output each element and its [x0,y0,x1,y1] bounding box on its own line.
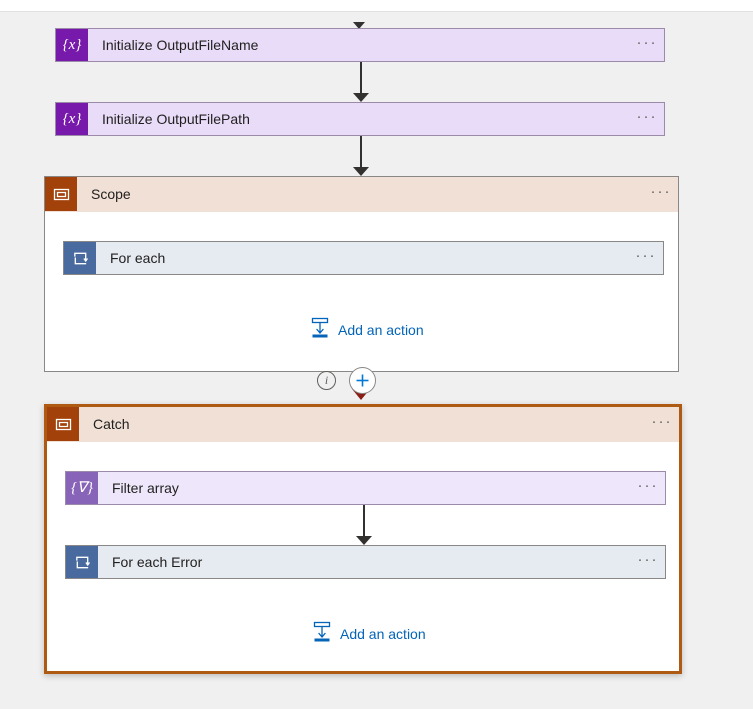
expression-braces-x-glyph: {x} [62,36,82,53]
connector-line [360,136,362,169]
add-action-icon [312,621,332,646]
connector-arrowhead [356,536,372,545]
plus-icon [356,374,369,387]
expression-braces-x-icon: {x} [56,103,88,135]
scope-overflow-menu-button[interactable]: ··· [651,413,673,430]
scope-title: Catch [93,416,130,432]
connector-line [360,62,362,95]
scope-header[interactable]: Scope ··· [45,177,678,212]
app-chrome-strip [0,0,753,12]
action-card-initialize-outputfilename[interactable]: {x} Initialize OutputFileName ··· [55,28,665,62]
card-overflow-menu-button[interactable]: ··· [636,108,658,125]
card-overflow-menu-button[interactable]: ··· [636,34,658,51]
loop-foreach-icon [64,242,96,274]
add-action-icon [310,317,330,342]
expression-braces-x-glyph: {x} [62,110,82,127]
connector-line [363,505,365,538]
scope-rectangle-icon [45,177,77,211]
add-action-label: Add an action [338,321,424,338]
scope-title: Scope [91,186,131,202]
expression-braces-x-icon: {x} [56,29,88,61]
connector-arrowhead-incoming [353,22,365,29]
action-title: For each Error [112,554,203,570]
add-action-label: Add an action [340,625,426,642]
expression-braces-filter-glyph: {∇} [70,479,94,496]
action-card-filter-array[interactable]: {∇} Filter array ··· [65,471,666,505]
card-overflow-menu-button[interactable]: ··· [637,477,659,494]
action-card-for-each[interactable]: For each ··· [63,241,664,275]
action-card-for-each-error[interactable]: For each Error ··· [65,545,666,579]
expression-braces-filter-icon: {∇} [66,472,98,504]
scope-container-scope[interactable]: Scope ··· For each ··· [44,176,679,372]
action-title: Filter array [112,480,179,496]
card-overflow-menu-button[interactable]: ··· [635,247,657,264]
insert-new-step-plus-button[interactable] [349,367,376,394]
connector-arrowhead-runafter [352,389,370,400]
scope-header[interactable]: Catch ··· [47,407,679,442]
connector-arrowhead [353,93,369,102]
info-icon[interactable]: i [317,371,336,390]
add-an-action-button-scope[interactable]: Add an action [310,317,424,342]
action-title: Initialize OutputFilePath [102,111,250,127]
scope-container-catch[interactable]: Catch ··· {∇} Filter array ··· For each … [44,404,682,674]
workflow-canvas[interactable]: {x} Initialize OutputFileName ··· {x} In… [0,12,753,709]
add-an-action-button-catch[interactable]: Add an action [312,621,426,646]
scope-overflow-menu-button[interactable]: ··· [650,183,672,200]
action-card-initialize-outputfilepath[interactable]: {x} Initialize OutputFilePath ··· [55,102,665,136]
scope-rectangle-icon [47,407,79,441]
loop-foreach-icon [66,546,98,578]
action-title: For each [110,250,166,266]
card-overflow-menu-button[interactable]: ··· [637,551,659,568]
connector-arrowhead [353,167,369,176]
action-title: Initialize OutputFileName [102,37,259,53]
